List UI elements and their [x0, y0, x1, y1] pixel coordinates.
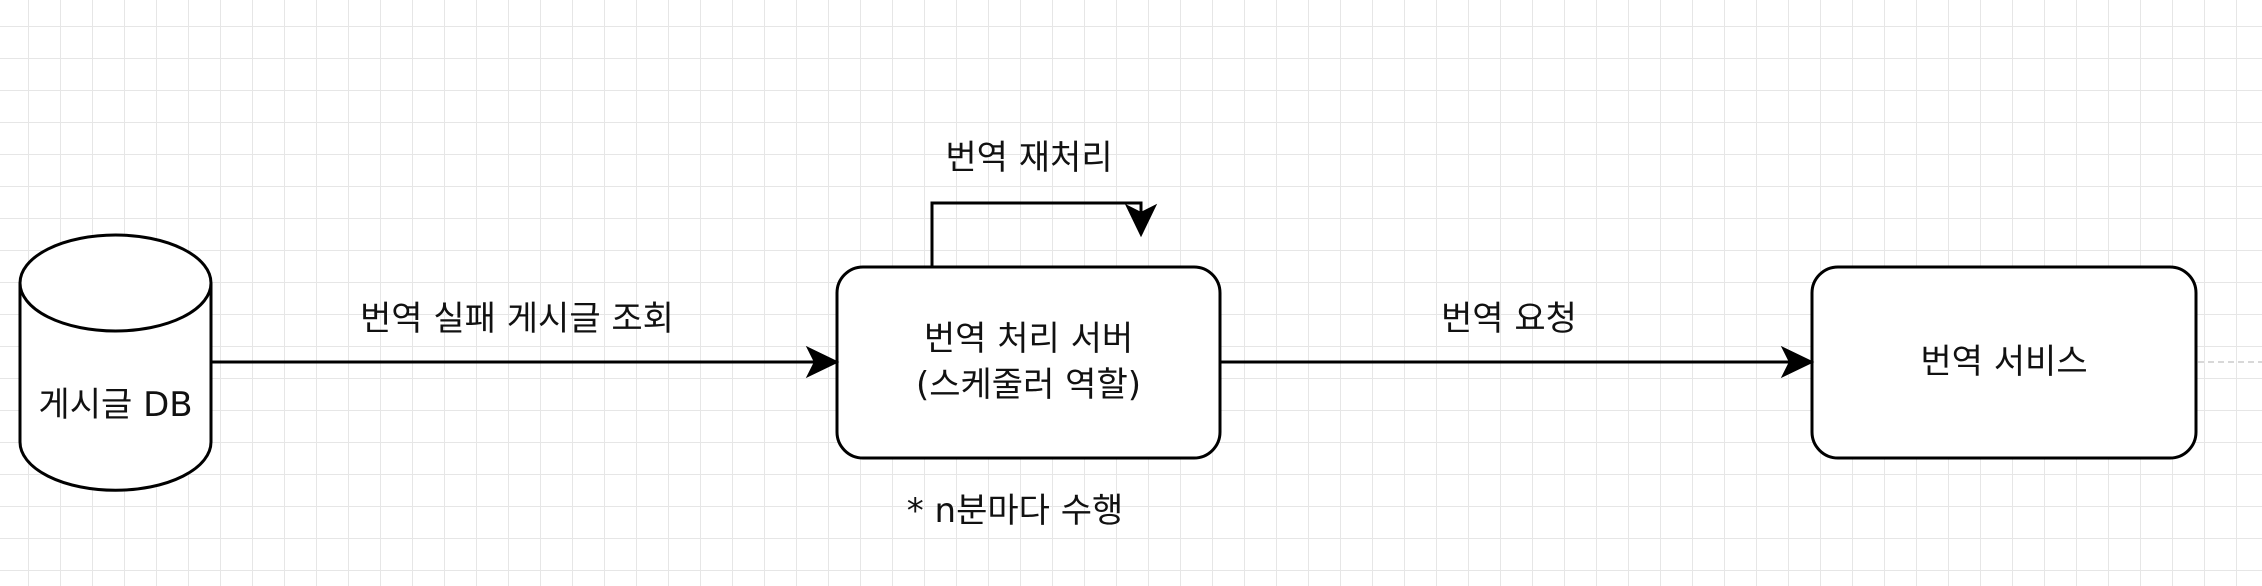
scheduler-label: 번역 처리 서버 (스케줄러 역할)	[837, 267, 1220, 458]
arrowhead-scheduler-to-service	[1780, 345, 1815, 379]
db-cylinder[interactable]	[18, 233, 213, 492]
arrowhead-self-loop	[1124, 203, 1158, 238]
edge-label-self-loop: 번역 재처리	[945, 138, 1113, 178]
db-label-text: 게시글 DB	[38, 385, 193, 426]
edge-label-db-to-scheduler: 번역 실패 게시글 조회	[360, 299, 674, 339]
service-label: 번역 서비스	[1812, 267, 2196, 458]
edge-label-scheduler-to-service: 번역 요청	[1441, 299, 1577, 339]
db-label: 게시글 DB	[20, 331, 211, 481]
edge-self-loop[interactable]	[930, 201, 1158, 267]
scheduler-label-line1: 번역 처리 서버	[923, 318, 1134, 359]
schedule-note: * n분마다 수행	[906, 491, 1124, 531]
scheduler-label-line2: (스케줄러 역할)	[915, 364, 1142, 405]
edge-scheduler-to-service[interactable]	[1220, 345, 1815, 379]
arrowhead-db-to-scheduler	[805, 345, 840, 379]
edge-db-to-scheduler[interactable]	[211, 345, 840, 379]
service-label-text: 번역 서비스	[1920, 341, 2088, 382]
